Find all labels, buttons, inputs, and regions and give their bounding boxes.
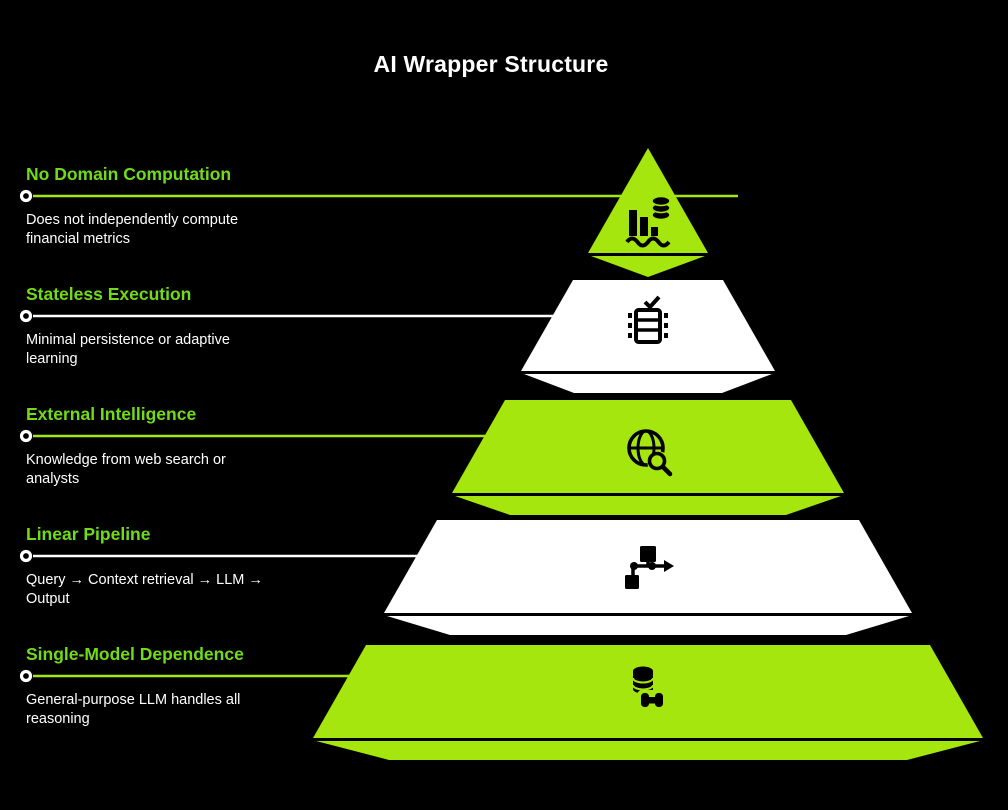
pyramid-level-4 [384,520,912,635]
bar-chart-coins-icon [625,195,671,248]
pyramid-level-1-lip [591,256,705,277]
pyramid-level-2 [521,280,775,393]
connector-dot-3 [19,429,33,443]
connector-dot-4 [19,549,33,563]
pyramid-level-3 [452,400,844,515]
connector-dot-2 [19,309,33,323]
pyramid-level-2-lip [524,374,772,393]
page-title: AI Wrapper Structure [373,51,609,77]
pyramid-level-3-lip [455,496,841,515]
level-5-title: Single-Model Dependence [26,644,244,664]
level-1-description: Does not independently compute financial… [26,212,239,247]
pyramid-level-4-lip [387,616,909,635]
level-5-description: General-purpose LLM handles all reasonin… [26,692,241,727]
level-4-title: Linear Pipeline [26,524,151,544]
database-link-icon [632,666,667,710]
level-3-description: Knowledge from web search or analysts [26,452,226,487]
pyramid-level-1-face [588,148,708,253]
level-3-title: External Intelligence [26,404,197,424]
chip-checklist-icon [628,295,668,344]
level-2-title: Stateless Execution [26,284,192,304]
level-4-description: Query → Context retrieval → LLM → Output [26,572,263,607]
globe-search-icon [627,429,673,477]
pyramid-level-5 [313,645,983,760]
flowchart-icon [625,546,674,589]
pyramid-level-1 [588,148,708,277]
pyramid-level-5-lip [316,741,980,760]
level-2-description: Minimal persistence or adaptive learning [26,332,230,367]
connector-dot-5 [19,669,33,683]
connector-dot-1 [19,189,33,203]
level-1-title: No Domain Computation [26,164,232,184]
pyramid-level-2-face [521,280,775,371]
